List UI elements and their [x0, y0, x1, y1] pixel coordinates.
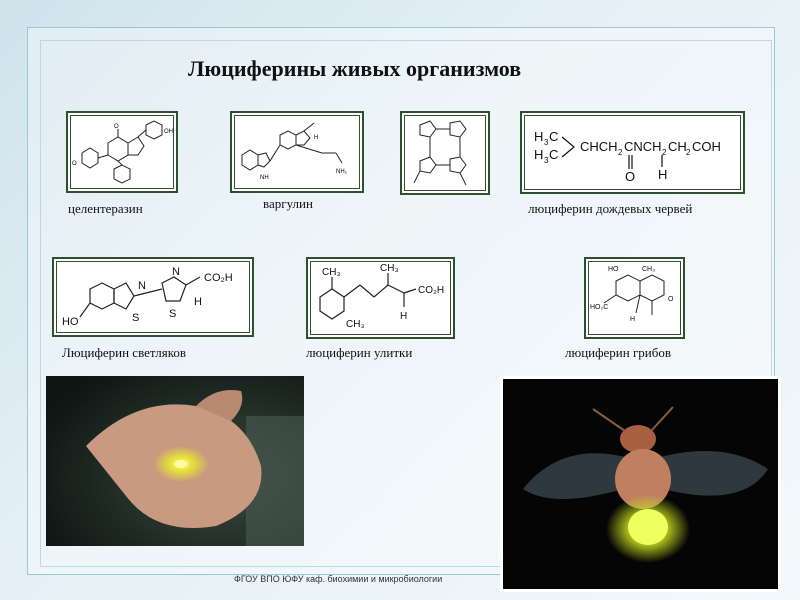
earthworm-label-sub4: 2	[662, 148, 667, 157]
firefly-label-s1: S	[132, 312, 139, 324]
earthworm-label-nh: H	[658, 167, 667, 182]
earthworm-label-sub5: 2	[686, 148, 691, 157]
vargulin-label-nh: NH	[260, 175, 269, 181]
snail-luciferin-structure: CH₃ CH₃ CH₃ CO₂H H	[319, 263, 444, 330]
firefly-label-ho: HO	[62, 316, 79, 328]
caption-fungal-luciferin: люциферин грибов	[565, 345, 672, 360]
firefly-label-co2h: CO₂H	[204, 272, 233, 284]
caption-coelenterazine: целентеразин	[68, 201, 143, 216]
vargulin-structure: NH H NH₂	[241, 122, 348, 181]
tetrapyrrole-formula	[400, 111, 490, 195]
snail-luciferin-formula: CH₃ CH₃ CH₃ CO₂H H	[306, 257, 455, 339]
firefly-luciferin-structure: HO S S N N CO₂H H	[62, 266, 233, 328]
vargulin-label-h: H	[314, 135, 318, 141]
caption-vargulin: варгулин	[263, 196, 313, 211]
earthworm-label-o: O	[625, 169, 635, 184]
vargulin-formula: NH H NH₂	[230, 111, 364, 193]
flying-firefly-photo	[500, 376, 781, 592]
caption-earthworm-luciferin: люциферин дождевых червей	[528, 201, 693, 216]
caption-snail-luciferin: люциферин улитки	[306, 345, 413, 360]
fungal-luciferin-structure: HO CH₃ HO₂C O H	[590, 266, 674, 323]
earthworm-label-cnch: CNCH	[624, 139, 662, 154]
earthworm-label-h: H	[534, 129, 543, 144]
earthworm-label-coh: COH	[692, 139, 721, 154]
earthworm-label-c2: C	[549, 147, 558, 162]
coelenterazine-formula: O OH O	[66, 111, 178, 193]
earthworm-label-sub2: 3	[544, 156, 549, 165]
coelenterazine-label-oh: OH	[164, 129, 173, 135]
firefly-in-hand-image	[46, 376, 304, 546]
firefly-luciferin-formula: HO S S N N CO₂H H	[52, 257, 254, 337]
vargulin-label-nh2: NH₂	[336, 169, 348, 175]
earthworm-label-chch: CHCH	[580, 139, 618, 154]
fungal-label-hoc: HO₂C	[590, 304, 608, 311]
firefly-label-s2: S	[169, 308, 176, 320]
snail-label-ch3c: CH₃	[346, 319, 365, 330]
snail-label-h: H	[400, 311, 407, 322]
caption-firefly-luciferin: Люциферин светляков	[62, 345, 187, 360]
slide-footer: ФГОУ ВПО ЮФУ каф. биохимии и микробиолог…	[234, 574, 443, 584]
fungal-label-ho: HO	[608, 266, 619, 273]
earthworm-label-sub: 3	[544, 138, 549, 147]
earthworm-label-h2: H	[534, 147, 543, 162]
firefly-label-n1: N	[138, 280, 146, 292]
fungal-label-h: H	[630, 316, 635, 323]
flying-firefly-image	[503, 379, 778, 589]
earthworm-label-ch: CH	[668, 139, 687, 154]
slide-inner-frame	[40, 40, 772, 567]
firefly-label-n2: N	[172, 266, 180, 278]
firefly-label-h: H	[194, 296, 202, 308]
earthworm-luciferin-formula: H 3 C H 3 C CHCH 2 CNCH 2 CH 2 COH O H	[520, 111, 745, 194]
earthworm-label-c: C	[549, 129, 558, 144]
fungal-label-ch3: CH₃	[642, 266, 655, 273]
snail-label-ch3a: CH₃	[322, 267, 341, 278]
snail-label-ch3b: CH₃	[380, 263, 399, 274]
tetrapyrrole-structure	[413, 120, 467, 186]
coelenterazine-structure: O OH O	[72, 120, 173, 184]
slide-title: Люциферины живых организмов	[188, 56, 522, 81]
snail-label-co2h: CO₂H	[418, 285, 444, 296]
fungal-luciferin-formula: HO CH₃ HO₂C O H	[584, 257, 685, 339]
earthworm-label-sub3: 2	[618, 148, 623, 157]
fungal-label-o: O	[668, 296, 674, 303]
coelenterazine-label-o2: O	[72, 161, 77, 167]
coelenterazine-label-o: O	[114, 124, 119, 130]
firefly-in-hand-photo	[46, 376, 304, 546]
earthworm-luciferin-structure: H 3 C H 3 C CHCH 2 CNCH 2 CH 2 COH O H	[534, 129, 721, 184]
